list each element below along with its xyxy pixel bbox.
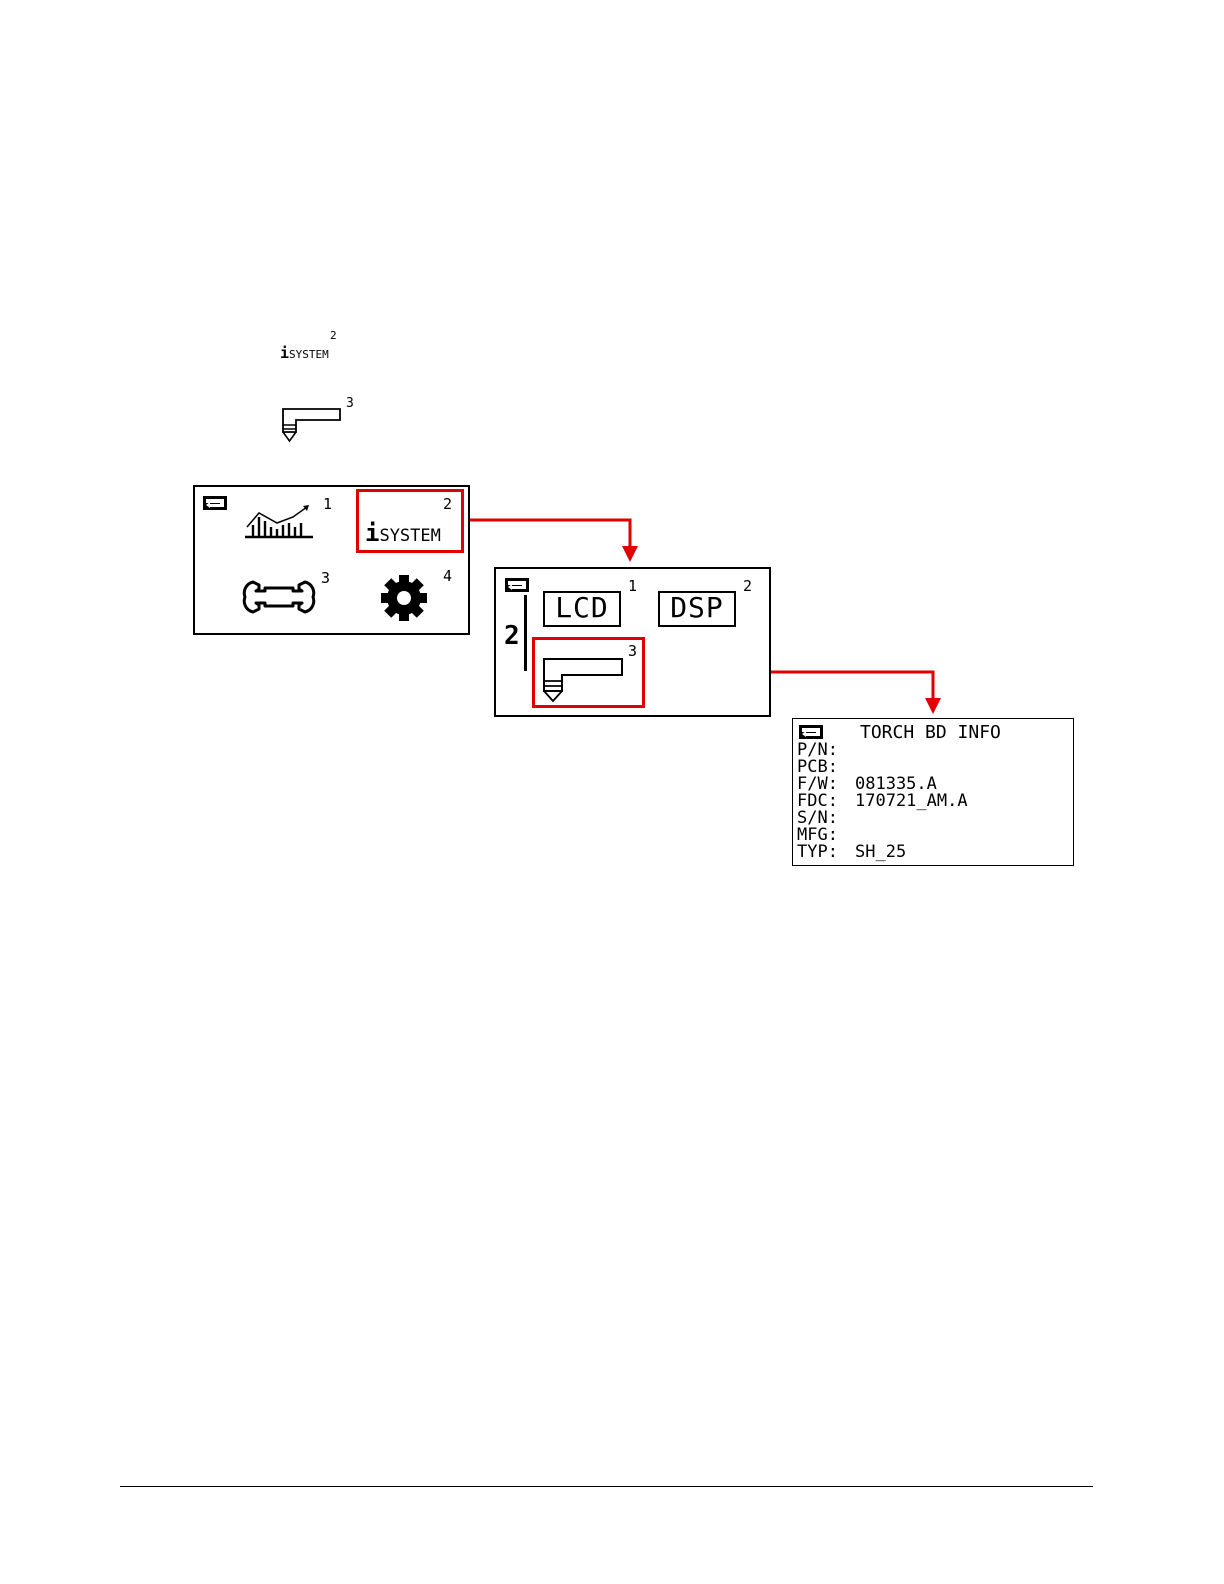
gear-icon [379, 573, 429, 623]
dsp-button[interactable]: DSP [658, 591, 736, 627]
highlight-system [356, 489, 464, 553]
info-value: 170721_AM.A [855, 791, 968, 811]
system-menu-num-2: 2 [743, 579, 752, 594]
level-number: 2 [504, 623, 520, 649]
back-icon[interactable] [505, 578, 529, 592]
arrow-system-to-menu [462, 520, 638, 562]
back-icon[interactable] [799, 725, 823, 739]
main-menu-item-graph[interactable]: 1 [243, 501, 333, 551]
back-icon[interactable] [203, 496, 227, 510]
main-menu-num-4: 4 [443, 569, 452, 584]
wrench-icon [241, 575, 317, 617]
main-menu-item-settings[interactable]: 4 [379, 567, 459, 623]
dsp-label: DSP [670, 591, 724, 624]
info-row-typ: TYP:SH_25 [797, 844, 906, 861]
torch-info-screen: TORCH BD INFO P/N: PCB: F/W:081335.A FDC… [792, 718, 1074, 866]
lcd-button[interactable]: LCD [543, 591, 621, 627]
info-value: SH_25 [855, 842, 906, 862]
main-menu-item-tools[interactable]: 3 [241, 567, 341, 623]
graph-icon [243, 501, 315, 541]
system-menu-num-1: 1 [628, 579, 637, 594]
level-bar [524, 595, 527, 671]
level-indicator: 2 [504, 595, 530, 675]
lcd-label: LCD [555, 591, 609, 624]
highlight-torch [532, 637, 645, 708]
main-menu-num-1: 1 [323, 497, 332, 512]
footer-rule [120, 1486, 1093, 1487]
main-menu-num-3: 3 [321, 571, 330, 586]
info-key: TYP: [797, 844, 855, 861]
torch-info-title: TORCH BD INFO [860, 724, 1001, 742]
